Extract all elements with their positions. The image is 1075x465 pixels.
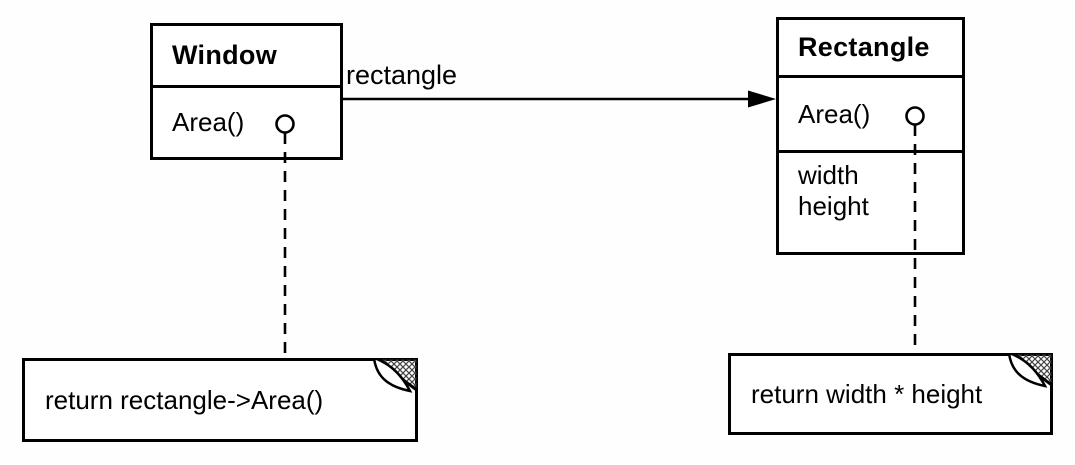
note-window-area-text: return rectangle->Area() [45, 384, 324, 415]
dogear-curl-flap [372, 358, 413, 393]
class-title-compartment-window: Window [153, 26, 340, 88]
note-window-area: return rectangle->Area() [22, 358, 418, 442]
attribute-height: height [798, 191, 869, 221]
class-attributes-compartment-rectangle: width height [779, 153, 962, 249]
class-name-rectangle: Rectangle [798, 32, 930, 62]
class-box-rectangle: Rectangle Area() width height [776, 17, 965, 255]
association-arrowhead-icon [748, 90, 776, 108]
class-operations-compartment-window: Area() [153, 88, 340, 157]
operation-rectangle-area: Area() [798, 98, 871, 129]
folded-corner-icon [1006, 353, 1053, 388]
class-title-compartment-rectangle: Rectangle [779, 20, 962, 78]
operation-window-area: Area() [172, 107, 245, 137]
note-rectangle-area: return width * height [728, 353, 1053, 435]
note-rectangle-area-text: return width * height [751, 378, 983, 409]
folded-corner-icon [371, 358, 418, 393]
dogear-curl-flap [1007, 353, 1048, 388]
class-operations-compartment-rectangle: Area() [779, 78, 962, 153]
class-name-window: Window [172, 40, 278, 70]
class-box-window: Window Area() [150, 23, 343, 160]
association-label: rectangle [346, 60, 458, 90]
attribute-width: width [798, 160, 859, 190]
